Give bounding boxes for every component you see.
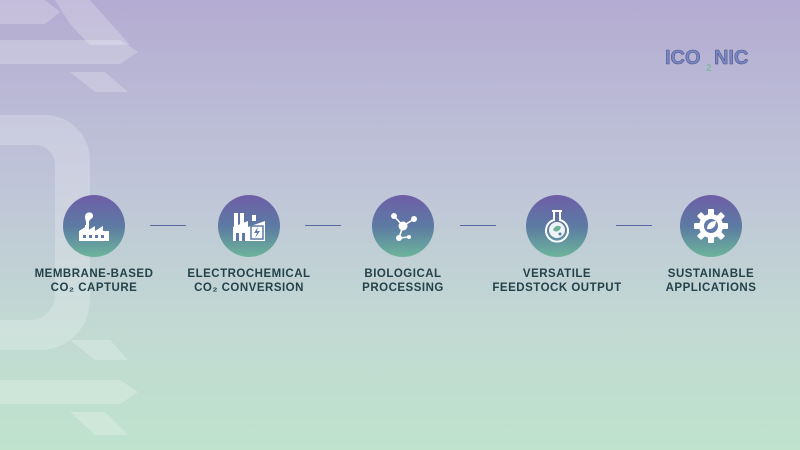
gear-leaf-icon (694, 209, 728, 243)
step-title-line1: BIOLOGICAL (364, 268, 442, 280)
step-feedstock-output: VERSATILE FEEDSTOCK OUTPUT (482, 195, 632, 295)
background-decoration (0, 0, 138, 435)
step-circle (218, 195, 280, 257)
step-biological-processing: BIOLOGICAL PROCESSING (328, 195, 478, 295)
step-electrochemical-conversion: ELECTROCHEMICAL CO₂ CONVERSION (174, 195, 324, 295)
brand-logo: ICO 2 NIC (664, 44, 758, 74)
connector-line (460, 225, 496, 226)
step-title-line2: CO₂ CAPTURE (50, 282, 138, 294)
svg-text:NIC: NIC (714, 47, 748, 69)
connector-line (616, 225, 652, 226)
connector-line (150, 225, 186, 226)
step-title-line1: SUSTAINABLE (667, 268, 755, 280)
step-title-line1: MEMBRANE-BASED (34, 268, 154, 280)
process-steps: MEMBRANE-BASED CO₂ CAPTURE ELECT (0, 195, 800, 305)
step-title-line1: ELECTROCHEMICAL (187, 268, 311, 280)
step-circle (63, 195, 125, 257)
svg-text:ICO: ICO (665, 47, 701, 69)
step-circle (372, 195, 434, 257)
step-membrane-capture: MEMBRANE-BASED CO₂ CAPTURE (19, 195, 169, 295)
step-title-line1: VERSATILE (522, 268, 592, 280)
connector-line (305, 225, 341, 226)
step-circle (680, 195, 742, 257)
step-title-line2: APPLICATIONS (665, 282, 757, 294)
svg-text:2: 2 (706, 63, 712, 74)
factory-icon (79, 212, 109, 241)
step-circle (526, 195, 588, 257)
step-sustainable-applications: SUSTAINABLE APPLICATIONS (636, 195, 786, 295)
step-title-line2: PROCESSING (362, 282, 444, 294)
power-plant-icon (233, 213, 265, 241)
iconic-logo-icon: ICO 2 NIC (665, 47, 749, 74)
step-title-line2: FEEDSTOCK OUTPUT (492, 282, 622, 294)
step-title-line2: CO₂ CONVERSION (194, 282, 304, 294)
molecule-icon (391, 213, 417, 241)
flask-icon (545, 210, 569, 243)
